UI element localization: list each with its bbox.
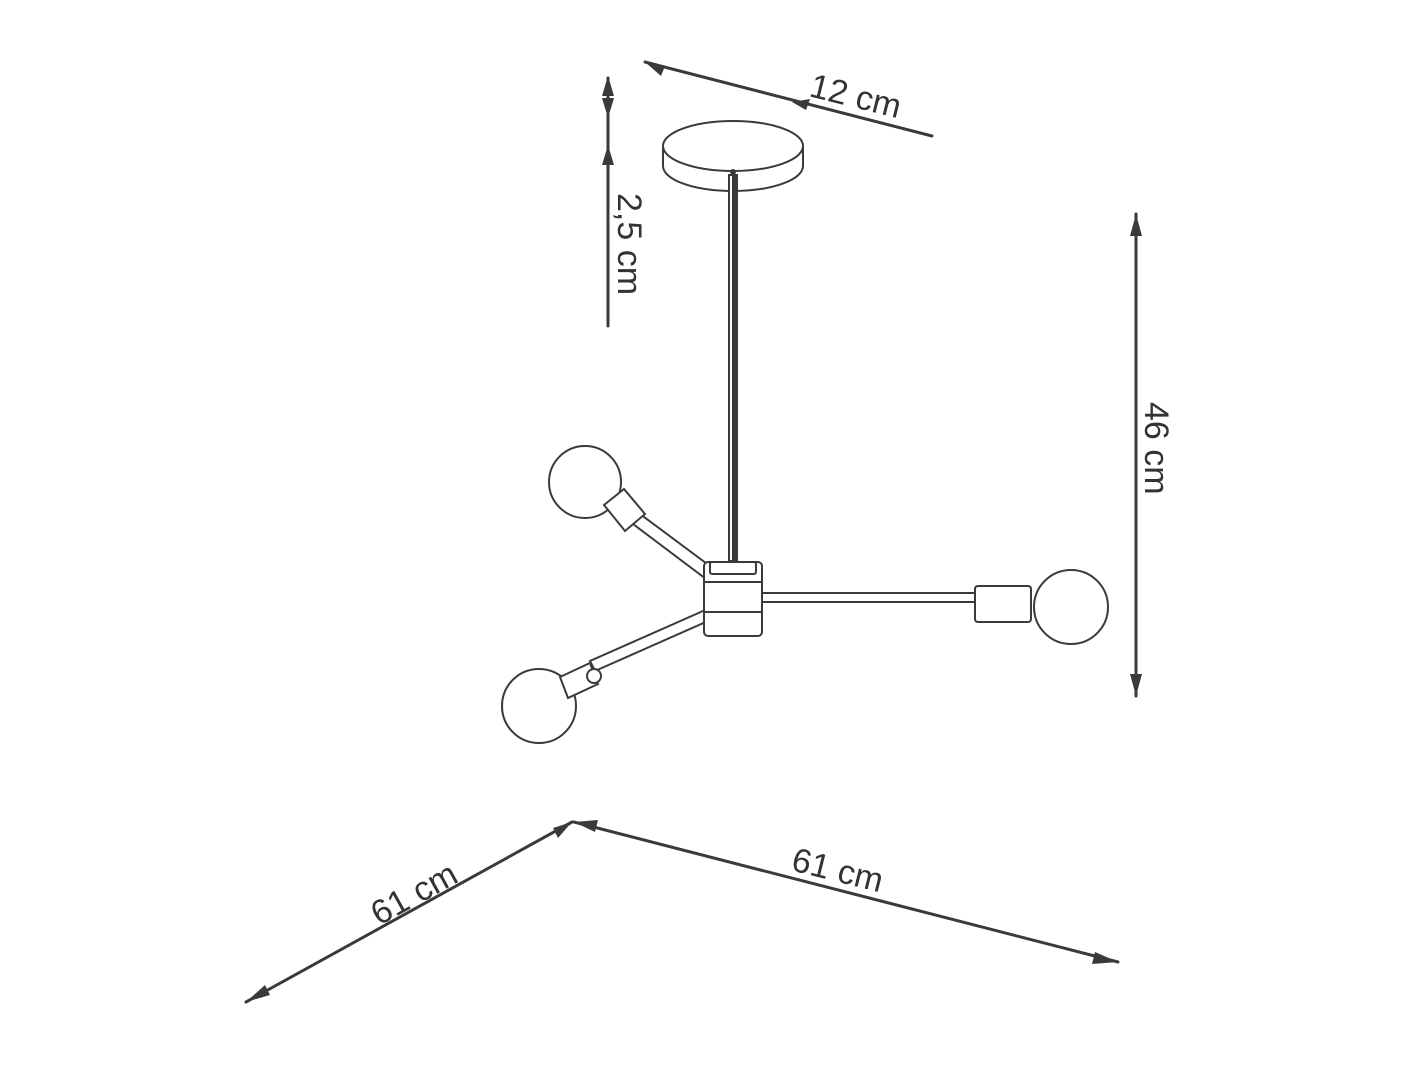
arm-lower-left (588, 605, 719, 673)
arrowhead (645, 62, 665, 76)
socket (602, 487, 647, 533)
arrowhead (602, 76, 614, 96)
bulb-lower-left (501, 661, 602, 744)
canopy-height-dimension: 2,5 cm (602, 76, 648, 328)
arrowhead (602, 145, 614, 165)
arrowhead (602, 98, 614, 118)
suspension-rod (728, 174, 738, 562)
arrowhead (553, 822, 572, 838)
total-height-dimension: 46 cm (1130, 212, 1175, 698)
width-left-dimension: 61 cm (244, 820, 574, 1004)
canopy-height-label: 2,5 cm (610, 193, 648, 295)
bulb-icon (1033, 569, 1109, 645)
arrowhead (792, 99, 810, 110)
arrowhead (246, 985, 270, 1002)
hub (703, 561, 763, 637)
arrowhead (1130, 214, 1142, 236)
arrowhead (1130, 674, 1142, 696)
canopy-width-dimension: 12 cm (643, 60, 934, 138)
bulb-upper-left (548, 445, 647, 533)
total-height-label: 46 cm (1137, 402, 1175, 495)
width-right-dimension: 61 cm (572, 820, 1120, 964)
socket (974, 585, 1032, 623)
canopy (662, 120, 804, 192)
arrowhead (574, 820, 598, 832)
bulb-icon (548, 445, 622, 519)
bulb-icon (501, 668, 577, 744)
width-left-label: 61 cm (364, 855, 463, 933)
bulb-right (974, 569, 1109, 645)
arm-right (751, 592, 979, 603)
arrowhead (1092, 952, 1118, 964)
